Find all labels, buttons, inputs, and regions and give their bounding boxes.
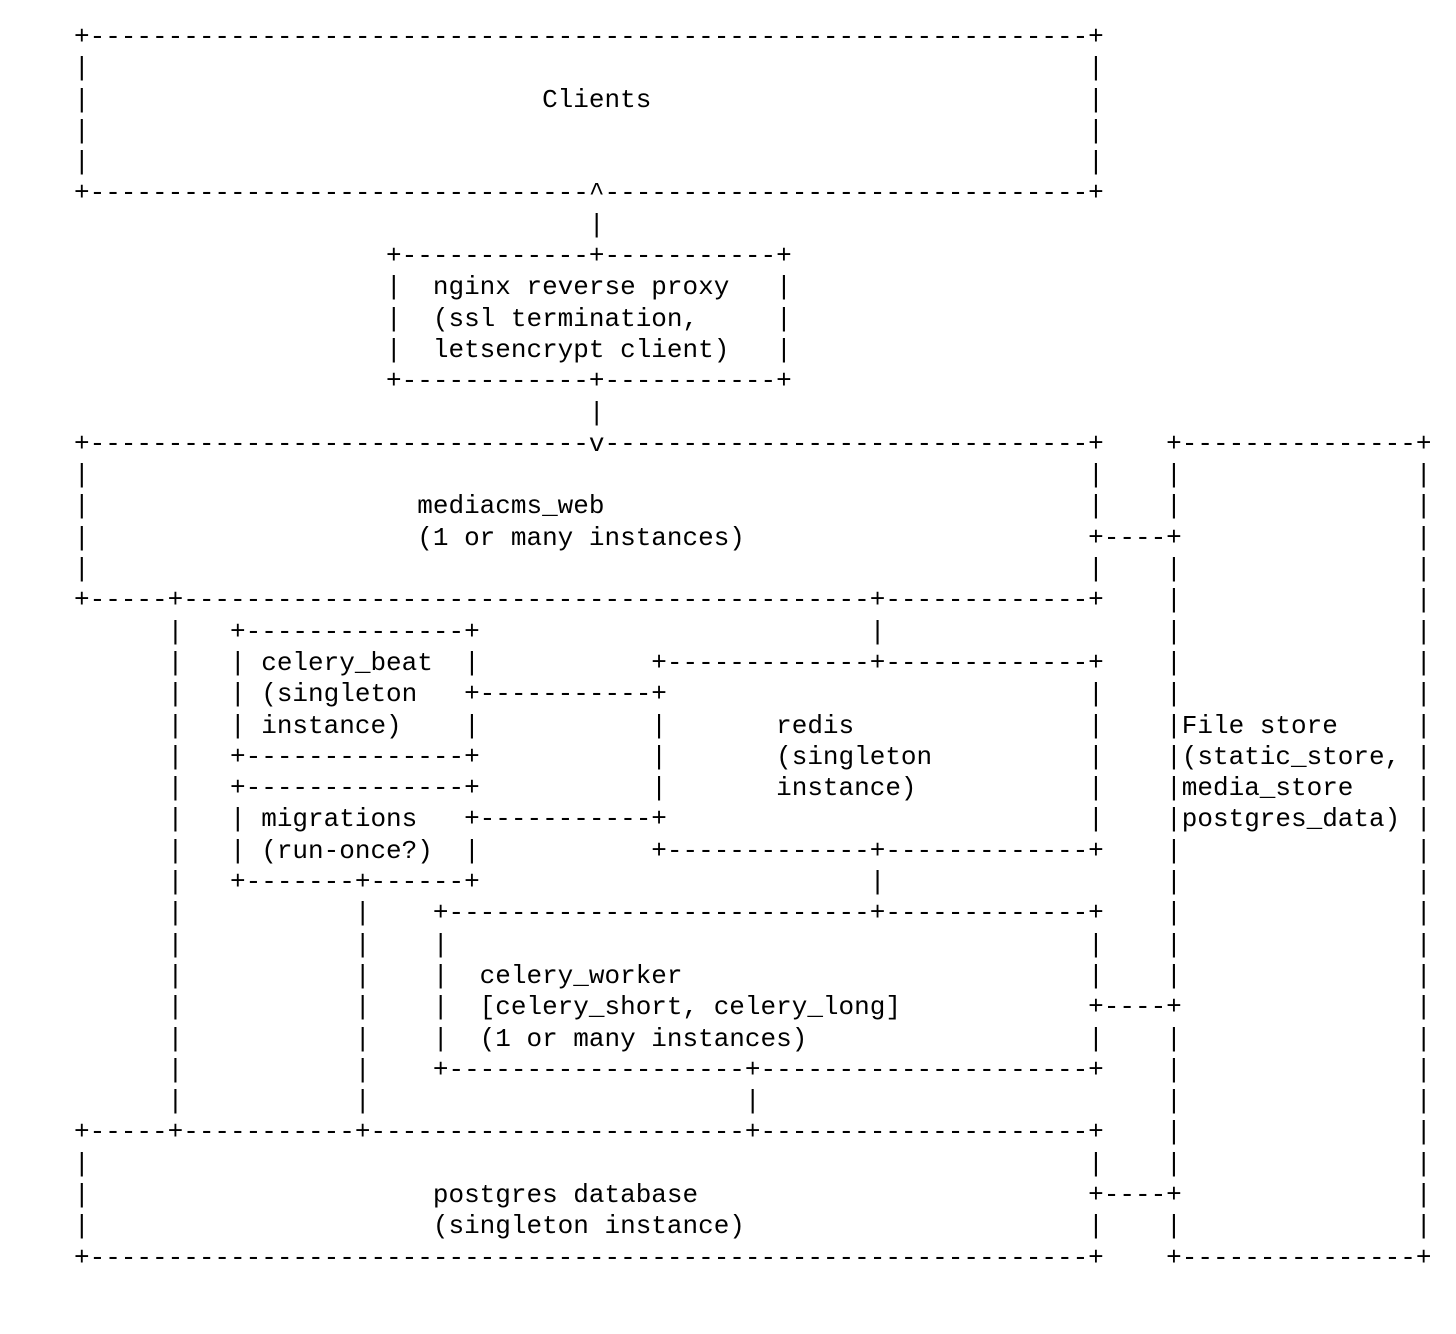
architecture-ascii-diagram: +---------------------------------------… <box>74 22 1432 1273</box>
